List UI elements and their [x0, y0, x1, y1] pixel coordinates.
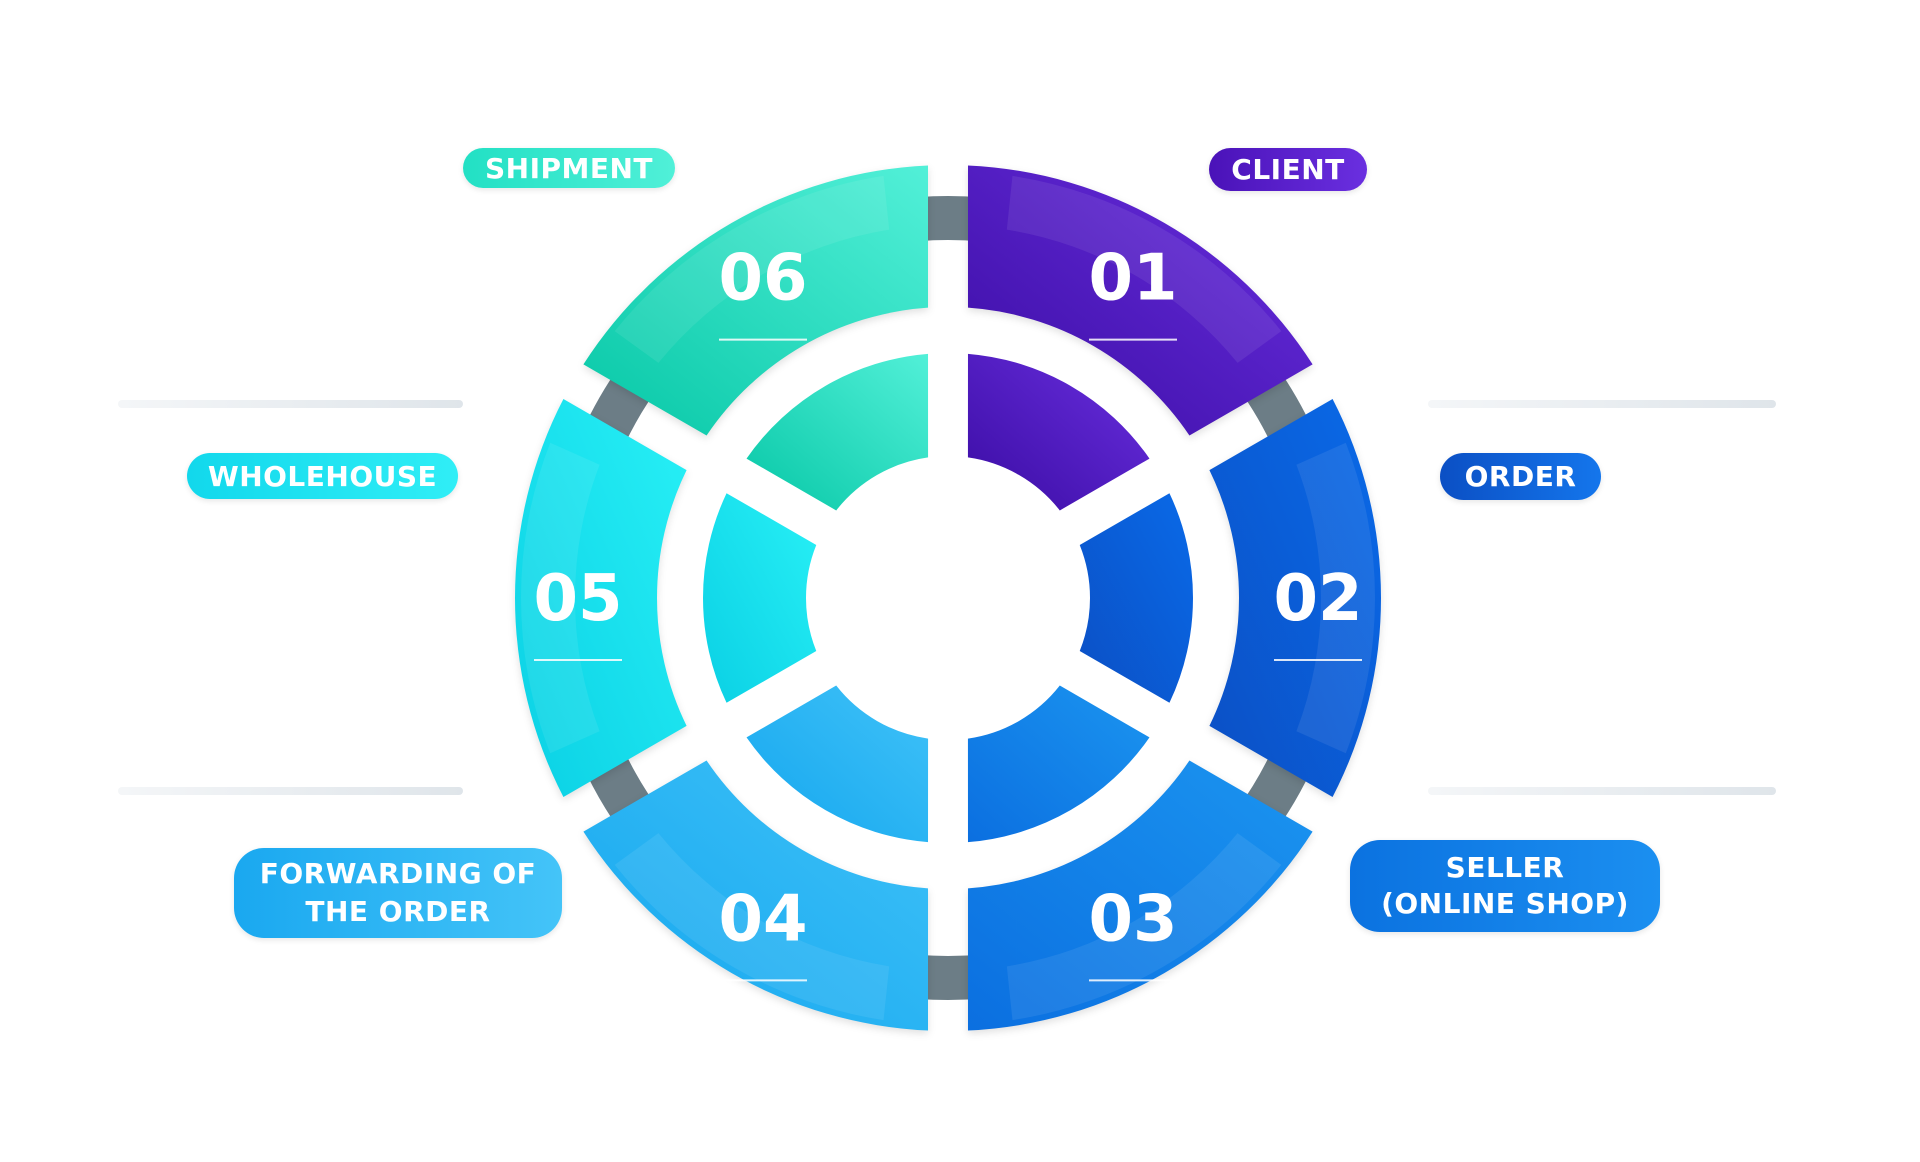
segment-04-inner [746, 685, 929, 843]
segment-02-number: 02 [1273, 562, 1362, 636]
segment-04-outer [583, 760, 929, 1031]
segment-01-gloss [1006, 175, 1282, 363]
segment-03-number: 03 [1088, 882, 1177, 956]
segment-01-number: 01 [1088, 242, 1177, 316]
label-seller: SELLER (ONLINE SHOP) [1350, 840, 1660, 932]
divider-left-bottom [118, 787, 463, 795]
segment-06-number: 06 [718, 242, 807, 316]
segment-02-inner [1079, 493, 1193, 703]
segment-05-gloss [521, 442, 600, 754]
segment-03-outer [967, 760, 1313, 1031]
segment-06-gloss [614, 175, 890, 363]
segments: 01 02 03 04 05 06 [515, 165, 1381, 1031]
segment-05-inner [702, 493, 817, 703]
divider-right-top [1428, 400, 1776, 408]
segment-02-outer [1209, 399, 1381, 797]
segment-06-inner [746, 353, 929, 511]
segment-05-number: 05 [533, 562, 622, 636]
label-forwarding: FORWARDING OF THE ORDER [234, 848, 562, 938]
segment-06-outer [583, 165, 929, 436]
segment-01-inner [967, 353, 1150, 511]
label-wholehouse: WHOLEHOUSE [187, 453, 458, 499]
label-order: ORDER [1440, 453, 1601, 500]
label-client: CLIENT [1209, 148, 1367, 191]
segment-05-outer [515, 399, 687, 797]
segment-04-number: 04 [718, 882, 807, 956]
divider-right-bottom [1428, 787, 1776, 795]
divider-left-top [118, 400, 463, 408]
segment-01-outer [967, 165, 1313, 436]
segment-04-gloss [614, 833, 890, 1021]
segment-03-inner [967, 685, 1150, 843]
segment-03-gloss [1006, 833, 1282, 1021]
label-shipment: SHIPMENT [463, 148, 675, 188]
center-hole [810, 460, 1086, 736]
segment-02-gloss [1296, 442, 1375, 754]
